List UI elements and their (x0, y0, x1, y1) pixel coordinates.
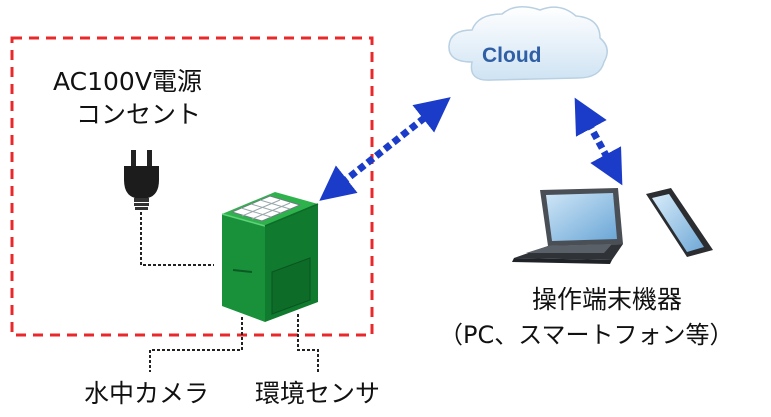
laptop-icon (512, 188, 623, 264)
power-cable (140, 212, 214, 266)
site-boundary (10, 36, 374, 337)
cloud-label: Cloud (482, 44, 542, 67)
sensor-cable (297, 314, 319, 372)
terminal-label-line2: （PC、スマートフォン等） (439, 321, 734, 349)
camera-cable (149, 317, 243, 372)
power-plug-icon (124, 150, 159, 210)
device-cloud-link-arrow (319, 97, 451, 201)
underwater-camera-label: 水中カメラ (84, 379, 210, 408)
solar-panel-icon (230, 195, 302, 222)
cloud-terminal-link-arrow (574, 97, 623, 186)
power-source-label-line1: AC100V電源 (53, 67, 202, 96)
environment-sensor-label: 環境センサ (255, 379, 381, 408)
terminal-label-line1: 操作端末機器 (532, 285, 683, 314)
smartphone-icon (646, 188, 713, 257)
power-source-label-line2: コンセント (76, 100, 202, 129)
cloud-icon (448, 6, 608, 81)
